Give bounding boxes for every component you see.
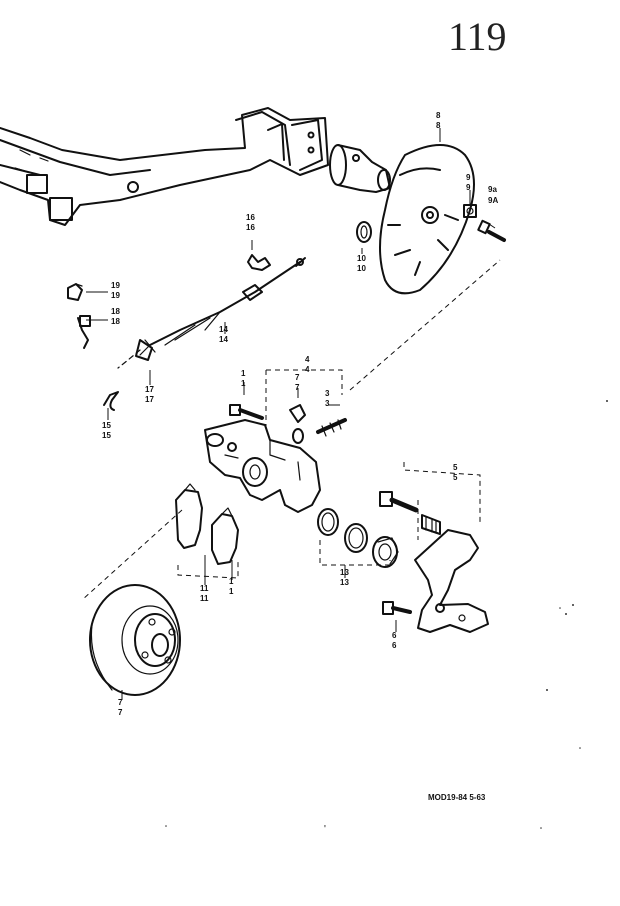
leader-lines [81, 128, 501, 700]
callout-9-bottom: 9 [466, 183, 471, 192]
scan-specks [165, 400, 608, 829]
callout-16-bottom: 16 [246, 223, 255, 232]
callout-9a-bottom: 9A [488, 196, 498, 205]
callout-7-bottom: 7 [295, 383, 300, 392]
callout-10-top: 10 [357, 254, 366, 263]
cable-guide-17 [135, 339, 153, 361]
caliper-housing [204, 419, 321, 513]
bleed-screw-cap-7 [289, 404, 306, 444]
callout-17-top: 17 [145, 385, 154, 394]
rear-axle-beam [0, 107, 329, 226]
callout-10-bottom: 10 [357, 264, 366, 273]
footer-mark: ' [324, 824, 326, 835]
callout-9-top: 9 [466, 173, 471, 182]
callout-3-bottom: 3 [325, 399, 330, 408]
handbrake-cable [117, 257, 306, 369]
callout-4-bottom: 4 [305, 365, 310, 374]
callout-1-bottom: 1 [241, 379, 246, 388]
guide-sleeve [421, 514, 441, 535]
callout-15-bottom: 15 [102, 431, 111, 440]
callout-14-top: 14 [219, 325, 228, 334]
callout-13-bottom: 13 [340, 578, 349, 587]
callout-15-top: 15 [102, 421, 111, 430]
carrier-bolt-6 [382, 601, 412, 615]
page-number: 119 [448, 14, 507, 59]
callout-9a-top: 9a [488, 185, 497, 194]
callout-16-top: 16 [246, 213, 255, 222]
callout-1b-top: 1 [229, 577, 234, 586]
callout-14-bottom: 14 [219, 335, 228, 344]
callout-19-bottom: 19 [111, 291, 120, 300]
callout-7b-bottom: 7 [118, 708, 123, 717]
cable-bracket-16 [247, 254, 271, 271]
callout-7-top: 7 [295, 373, 300, 382]
callout-1-top: 1 [241, 369, 246, 378]
cable-clip-19 [67, 283, 83, 301]
brake-pad-outer [175, 483, 203, 549]
dust-boot [372, 536, 399, 568]
callout-8-bottom: 8 [436, 121, 441, 130]
caliper-carrier [414, 529, 489, 633]
callout-19-top: 19 [111, 281, 120, 290]
callout-17-bottom: 17 [145, 395, 154, 404]
stub-axle [329, 144, 391, 193]
piston-seal [317, 508, 339, 536]
callout-18-top: 18 [111, 307, 120, 316]
callout-6-top: 6 [392, 631, 397, 640]
callout-6-bottom: 6 [392, 641, 397, 650]
callout-7b-top: 7 [118, 698, 123, 707]
backing-plate [379, 144, 475, 295]
drawing-code: MOD19-84 5-63 [428, 793, 486, 802]
callout-11-bottom: 11 [200, 594, 209, 603]
cable-clip-18 [77, 315, 91, 349]
bleed-screw-3 [316, 418, 347, 437]
caliper-bolt-1 [229, 404, 264, 420]
callout-labels: 8 8 9 9 9a 9A 10 10 16 16 19 19 18 18 14… [102, 111, 498, 717]
callout-5-bottom: 5 [453, 473, 458, 482]
callout-18-bottom: 18 [111, 317, 120, 326]
callout-1b-bottom: 1 [229, 587, 234, 596]
callout-13-top: 13 [340, 568, 349, 577]
grease-cap [356, 221, 372, 243]
guide-bolt [379, 491, 419, 513]
brake-disc [89, 584, 181, 696]
backing-plate-bolt [477, 219, 506, 242]
brake-pad-inner [211, 507, 239, 565]
callout-5-top: 5 [453, 463, 458, 472]
piston [344, 523, 368, 553]
callout-11-top: 11 [200, 584, 209, 593]
spring-clip-15 [103, 391, 119, 411]
callout-4-top: 4 [305, 355, 310, 364]
callout-3-top: 3 [325, 389, 330, 398]
callout-8-top: 8 [436, 111, 441, 120]
